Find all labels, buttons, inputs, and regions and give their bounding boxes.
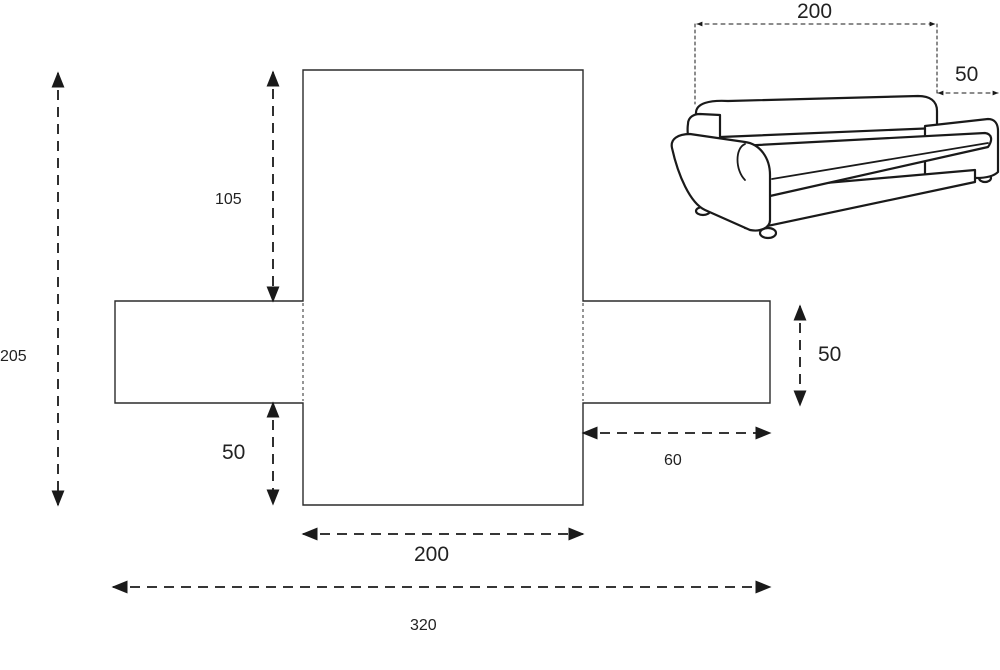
seat-width-label: 200 (414, 543, 450, 566)
cover-pattern-outline (114, 69, 771, 506)
sofa-width-label: 200 (797, 0, 833, 23)
arm-length-label: 60 (664, 452, 682, 469)
back-height-label: 105 (215, 191, 242, 208)
total-height-label: 205 (0, 348, 27, 365)
sofa-icon (670, 21, 1000, 240)
sofa-depth-label: 50 (955, 63, 979, 86)
seat-depth-label: 50 (222, 441, 246, 464)
arm-width-label: 50 (818, 343, 842, 366)
total-width-label: 320 (410, 617, 437, 634)
